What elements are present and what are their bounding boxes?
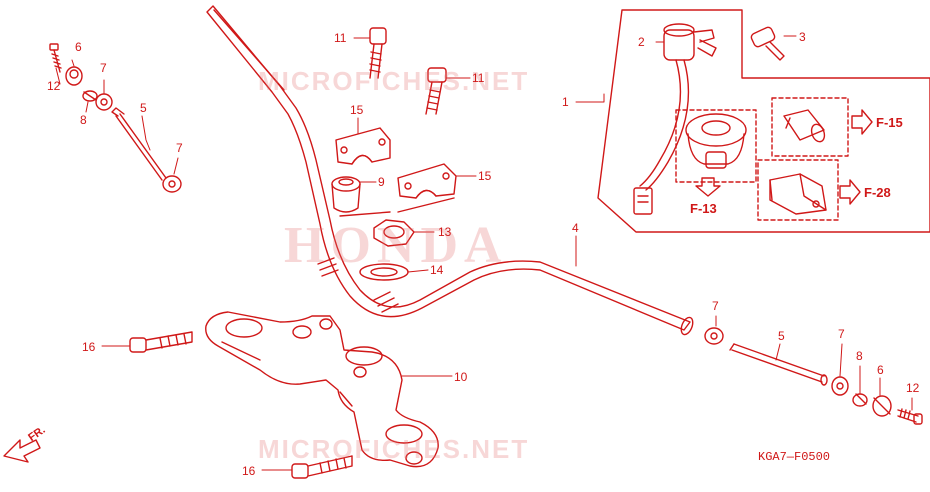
callout-5-right: 5 [778, 329, 785, 343]
callout-7-left-top: 7 [100, 61, 107, 75]
diagram-code: KGA7—F0500 [758, 450, 831, 464]
bolt-16-upper[interactable] [129, 331, 193, 353]
callout-15-b: 15 [478, 169, 492, 183]
bush-right-a[interactable] [704, 327, 724, 345]
callout-2: 2 [638, 35, 645, 49]
callout-10: 10 [454, 370, 468, 384]
arrow-right-f15 [851, 109, 873, 135]
watermark-site-bottom: MICROFICHES.NET [258, 434, 530, 464]
callout-6-left: 6 [75, 40, 82, 54]
callout-leaders [55, 35, 913, 471]
callout-3: 3 [799, 30, 806, 44]
callout-9: 9 [378, 175, 385, 189]
callout-16-a: 16 [82, 340, 96, 354]
key-icon[interactable] [750, 26, 785, 61]
callout-16-b: 16 [242, 464, 256, 478]
arrow-down-f13 [695, 177, 721, 197]
callout-8-right: 8 [856, 349, 863, 363]
weight-right[interactable] [872, 395, 892, 417]
handlebar-lower-holder[interactable] [205, 311, 439, 468]
callout-11-b: 11 [472, 71, 485, 85]
leader-lines [339, 197, 455, 217]
cushion-rubber[interactable] [331, 176, 361, 213]
watermark-brand: HONDA [284, 217, 508, 274]
weight-left[interactable] [65, 66, 83, 86]
handlebar[interactable] [206, 5, 695, 336]
callout-6-right: 6 [877, 363, 884, 377]
key-cylinder[interactable] [783, 109, 827, 144]
callout-7-left-bottom: 7 [176, 141, 183, 155]
callout-14: 14 [430, 263, 444, 277]
weight-rod-right[interactable] [729, 343, 828, 386]
ref-f13[interactable]: F-13 [690, 201, 717, 216]
weight-rod-left[interactable] [111, 107, 167, 181]
bush-right-b[interactable] [831, 376, 849, 396]
nut[interactable] [373, 219, 415, 247]
callout-7-right-a: 7 [712, 299, 719, 313]
bush-left-bottom[interactable] [162, 175, 182, 193]
callout-12-right: 12 [906, 381, 920, 395]
callout-1: 1 [562, 95, 569, 109]
collar-right[interactable] [852, 393, 868, 407]
arrow-right-f28 [839, 179, 861, 205]
screw-left[interactable] [49, 43, 62, 73]
front-arrow-icon [3, 439, 41, 463]
callout-4: 4 [572, 221, 579, 235]
switch-bracket[interactable] [769, 173, 827, 215]
callout-11-a: 11 [334, 31, 347, 45]
screw-right[interactable] [897, 408, 923, 425]
collar-left[interactable] [82, 90, 98, 102]
callout-7-right-b: 7 [838, 327, 845, 341]
callout-13: 13 [438, 225, 452, 239]
callout-12-left: 12 [47, 79, 61, 93]
switch-boot[interactable] [685, 113, 747, 169]
bolt-11-lower[interactable] [425, 67, 447, 115]
callout-5-left: 5 [140, 101, 147, 115]
callout-15-a: 15 [350, 103, 364, 117]
ref-f28[interactable]: F-28 [864, 185, 891, 200]
handlebar-holder-upper-left[interactable] [335, 127, 391, 165]
ignition-switch[interactable] [633, 23, 717, 215]
bush-left-top[interactable] [95, 93, 113, 111]
watermark-site-top: MICROFICHES.NET [258, 66, 530, 96]
handlebar-holder-upper-right[interactable] [397, 163, 457, 199]
callout-8-left: 8 [80, 113, 87, 127]
ref-f15[interactable]: F-15 [876, 115, 903, 130]
bolt-16-lower[interactable] [291, 455, 353, 479]
bolt-11-upper[interactable] [369, 27, 387, 79]
